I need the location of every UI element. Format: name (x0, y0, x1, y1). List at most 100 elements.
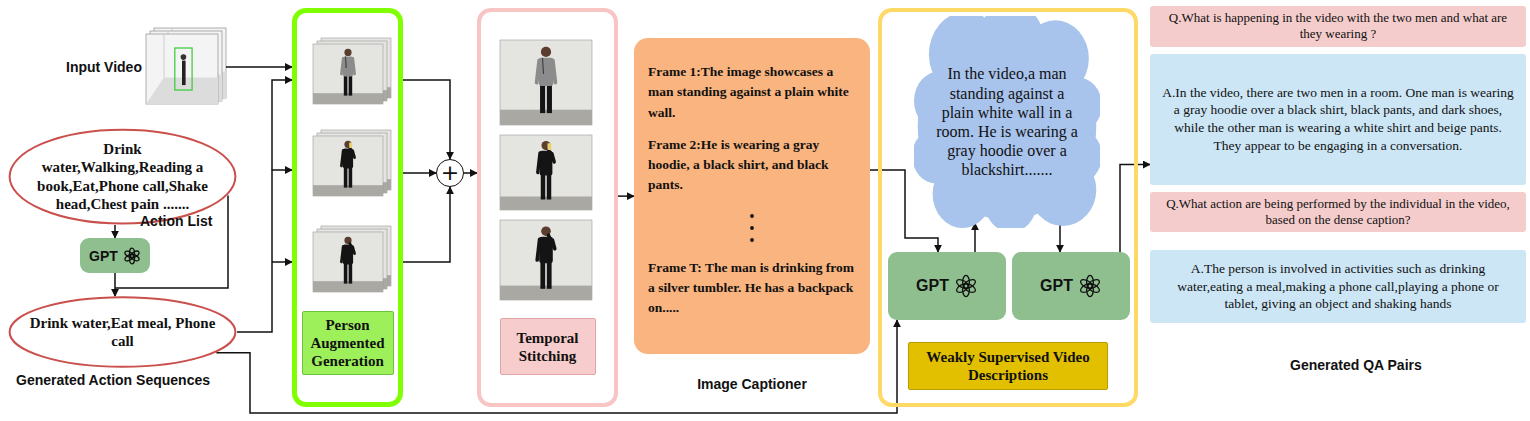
frame-wall (500, 40, 592, 125)
augmented-frame (313, 136, 383, 196)
flow-arrow (1059, 223, 1061, 252)
torso (539, 58, 553, 86)
frame-floor (500, 110, 592, 125)
gpt-box: GPT (80, 238, 150, 273)
leg (540, 84, 545, 113)
text-cell: Frame 2:He is wearing a gray hoodie, a b… (648, 135, 856, 196)
frame-floor (500, 197, 592, 211)
gpt-box: GPT (888, 252, 1006, 320)
text-cell: GPT (1040, 277, 1073, 295)
leg (344, 263, 348, 283)
text-cell: GPT (89, 248, 118, 264)
answer-text: A.In the video, there are two men in a r… (1162, 84, 1514, 154)
backpack-strap (345, 57, 347, 68)
arm (548, 149, 554, 162)
label-box: Person Augmented Generation (302, 311, 394, 375)
branch-wire (272, 261, 292, 263)
logo-petal (124, 249, 135, 258)
question-box: Q.What is happening in the video with th… (1150, 6, 1526, 47)
arm (341, 150, 343, 166)
gpt-box: GPT (1012, 252, 1130, 320)
plus-sign: + (441, 162, 459, 184)
text-cell: Frame 1:The image showcases a man standi… (648, 62, 856, 123)
tumbler (548, 143, 552, 150)
openai-logo (1078, 274, 1102, 298)
stitched-frame (500, 40, 592, 125)
panel-label: Weakly Supervised Video Descriptions (912, 348, 1104, 384)
question-text: Q.What action are being performed by the… (1160, 196, 1516, 229)
question-text: Q.What is happening in the video with th… (1160, 10, 1516, 43)
openai-logo (123, 247, 141, 265)
arm (341, 246, 343, 262)
stitched-frame (500, 220, 592, 300)
text-cell: Drink water,Eat meal, Phone call (29, 314, 216, 351)
frame-floor (313, 281, 383, 292)
answer-box: A.In the video, there are two men in a r… (1150, 54, 1526, 185)
room-corner (164, 34, 165, 77)
panel-label: Temporal Stitching (504, 329, 592, 365)
leg (349, 75, 353, 95)
frame-wall (500, 135, 592, 210)
merge-wire (403, 187, 450, 262)
arm (353, 58, 355, 74)
flow-arrow (974, 223, 976, 252)
text-cell: GPT (916, 277, 949, 295)
arm (537, 60, 540, 82)
stage-panel: Person Augmented Generation (292, 8, 403, 407)
action-text: Drink water,Walking,Reading a book,Eat,P… (29, 140, 216, 213)
dot (750, 238, 754, 242)
frame-wall (313, 136, 383, 196)
tumbler (349, 143, 352, 148)
free-label: Generated QA Pairs (1290, 357, 1422, 373)
stitched-frame (500, 135, 592, 210)
leg (541, 174, 546, 200)
head (344, 141, 351, 148)
stage-panel: Temporal Stitching (477, 8, 618, 407)
arm (553, 60, 556, 82)
leg (344, 167, 348, 187)
cloud-shape (914, 16, 1100, 228)
gpt-label: GPT (89, 248, 118, 264)
arm (341, 58, 343, 74)
arm (537, 239, 539, 260)
frame-floor (313, 93, 383, 104)
label-box: Temporal Stitching (500, 318, 596, 375)
flow-arrow (237, 170, 292, 332)
branch-wire (272, 80, 292, 170)
logo-petal (955, 278, 970, 290)
text-cell: Input Video (66, 59, 142, 75)
dot (750, 226, 754, 230)
head (542, 141, 551, 150)
frame-wall (313, 44, 383, 104)
frame-caption: Frame 2:He is wearing a gray hoodie, a b… (648, 135, 856, 196)
head (344, 49, 351, 56)
text-cell: Drink water,Walking,Reading a book,Eat,P… (29, 140, 216, 213)
frame-wall (500, 220, 592, 300)
sum-circle: + (436, 159, 464, 187)
backpack-strap (542, 58, 544, 74)
text-cell: A.In the video, there are two men in a r… (1162, 84, 1514, 154)
merge-wire (403, 80, 450, 159)
logo-group (955, 275, 977, 296)
caption-box: Frame 1:The image showcases a man standi… (634, 38, 870, 354)
leg (344, 75, 348, 95)
flow-arrow (114, 273, 116, 296)
question-box: Q.What action are being performed by the… (1150, 192, 1526, 233)
free-label: Generated Action Sequences (16, 372, 210, 388)
free-label: Action List (140, 213, 212, 229)
video-layer (146, 34, 218, 104)
caption-label: Generated Action Sequences (16, 372, 210, 388)
arm (548, 235, 554, 249)
video-frame (146, 34, 218, 104)
flow-arrow (464, 172, 477, 174)
section-caption: Image Captioner (634, 376, 870, 392)
leg (349, 263, 353, 283)
video-input: Input Video (66, 26, 226, 108)
frame-floor (500, 286, 592, 300)
caption-label: Action List (140, 213, 212, 229)
text-cell: Image Captioner (634, 376, 870, 392)
input-heading: Input Video (66, 59, 142, 75)
answer-box: A.The person is involved in activities s… (1150, 250, 1526, 323)
logo-group (1079, 275, 1101, 296)
logo-petal (1079, 278, 1094, 290)
